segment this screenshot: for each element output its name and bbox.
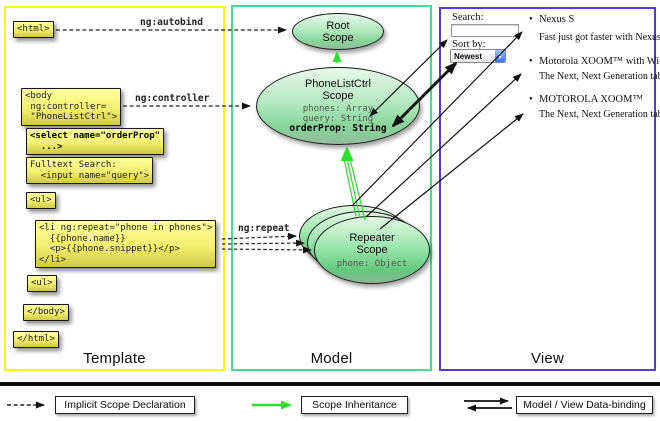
product-desc-1: Fast just got faster with Nexus S. [539, 32, 660, 43]
code-box-body-open: <body ng:controller= "PhoneListCtrl"> [21, 88, 122, 126]
repeater-scope-ellipse: Repeater Scope phone: Object [314, 216, 430, 284]
dropdown-stepper-icon: ▲ ▼ [495, 50, 505, 62]
template-column: Template [4, 6, 225, 371]
sort-dropdown[interactable]: Newest ▲ ▼ [450, 49, 506, 63]
code-box-select: <select name="orderProp" ...> [26, 128, 165, 155]
stepper-down-icon: ▼ [497, 55, 503, 61]
product-name-text: Motorola XOOM™ with Wi-Fi [539, 56, 660, 67]
template-column-label: Template [83, 350, 146, 367]
product-name-1: • Nexus S [529, 14, 574, 25]
phonelistctrl-scope-title: PhoneListCtrl Scope [304, 78, 372, 102]
code-box-html-close: </html> [13, 331, 59, 348]
search-label: Search: [452, 12, 484, 23]
phonelistctrl-scope-ellipse: PhoneListCtrl Scope phones: Array query:… [256, 67, 420, 145]
view-column-label: View [530, 350, 565, 367]
search-input[interactable] [451, 24, 519, 37]
code-box-html-open: <html> [13, 21, 54, 38]
ng-repeat-label: ng:repeat [238, 223, 290, 234]
ng-controller-label: ng:controller [135, 93, 210, 104]
prop-phones: phones: Array [302, 104, 374, 114]
prop-orderprop: orderProp: String [289, 123, 387, 134]
legend-data-binding: Model / View Data-binding [516, 396, 653, 414]
root-scope-ellipse: Root Scope [292, 13, 384, 50]
legend-implicit-scope: Implicit Scope Declaration [55, 396, 195, 414]
product-name-text: MOTOROLA XOOM™ [539, 94, 643, 105]
ng-autobind-label: ng:autobind [140, 17, 203, 28]
model-column: Model [231, 5, 432, 371]
bullet-icon: • [529, 56, 533, 67]
model-column-label: Model [310, 350, 353, 367]
product-name-3: • MOTOROLA XOOM™ [529, 94, 643, 105]
bullet-icon: • [529, 94, 533, 105]
code-box-fulltext-search: Fulltext Search: <input name="query"> [26, 157, 154, 184]
product-name-2: • Motorola XOOM™ with Wi-Fi [529, 56, 660, 67]
prop-phone: phone: Object [336, 258, 408, 269]
prop-query: query: String [302, 114, 374, 124]
root-scope-title: Root Scope [322, 19, 354, 44]
product-desc-3: The Next, Next Generation tablet. [539, 109, 660, 120]
product-desc-2: The Next, Next Generation tablet. [539, 71, 660, 82]
bullet-icon: • [529, 14, 533, 25]
repeater-scope-title: Repeater Scope [349, 231, 395, 256]
sort-dropdown-value: Newest [454, 51, 483, 61]
code-box-body-close: </body> [23, 304, 69, 321]
code-box-ul-open: <ul> [26, 192, 56, 209]
code-box-ul-close: <ul> [27, 275, 57, 292]
code-box-li-repeat: <li ng:repeat="phone in phones"> {{phone… [35, 220, 217, 268]
product-name-text: Nexus S [539, 14, 575, 25]
legend-scope-inheritance: Scope Inheritance [301, 396, 408, 414]
legend-divider [0, 382, 660, 386]
